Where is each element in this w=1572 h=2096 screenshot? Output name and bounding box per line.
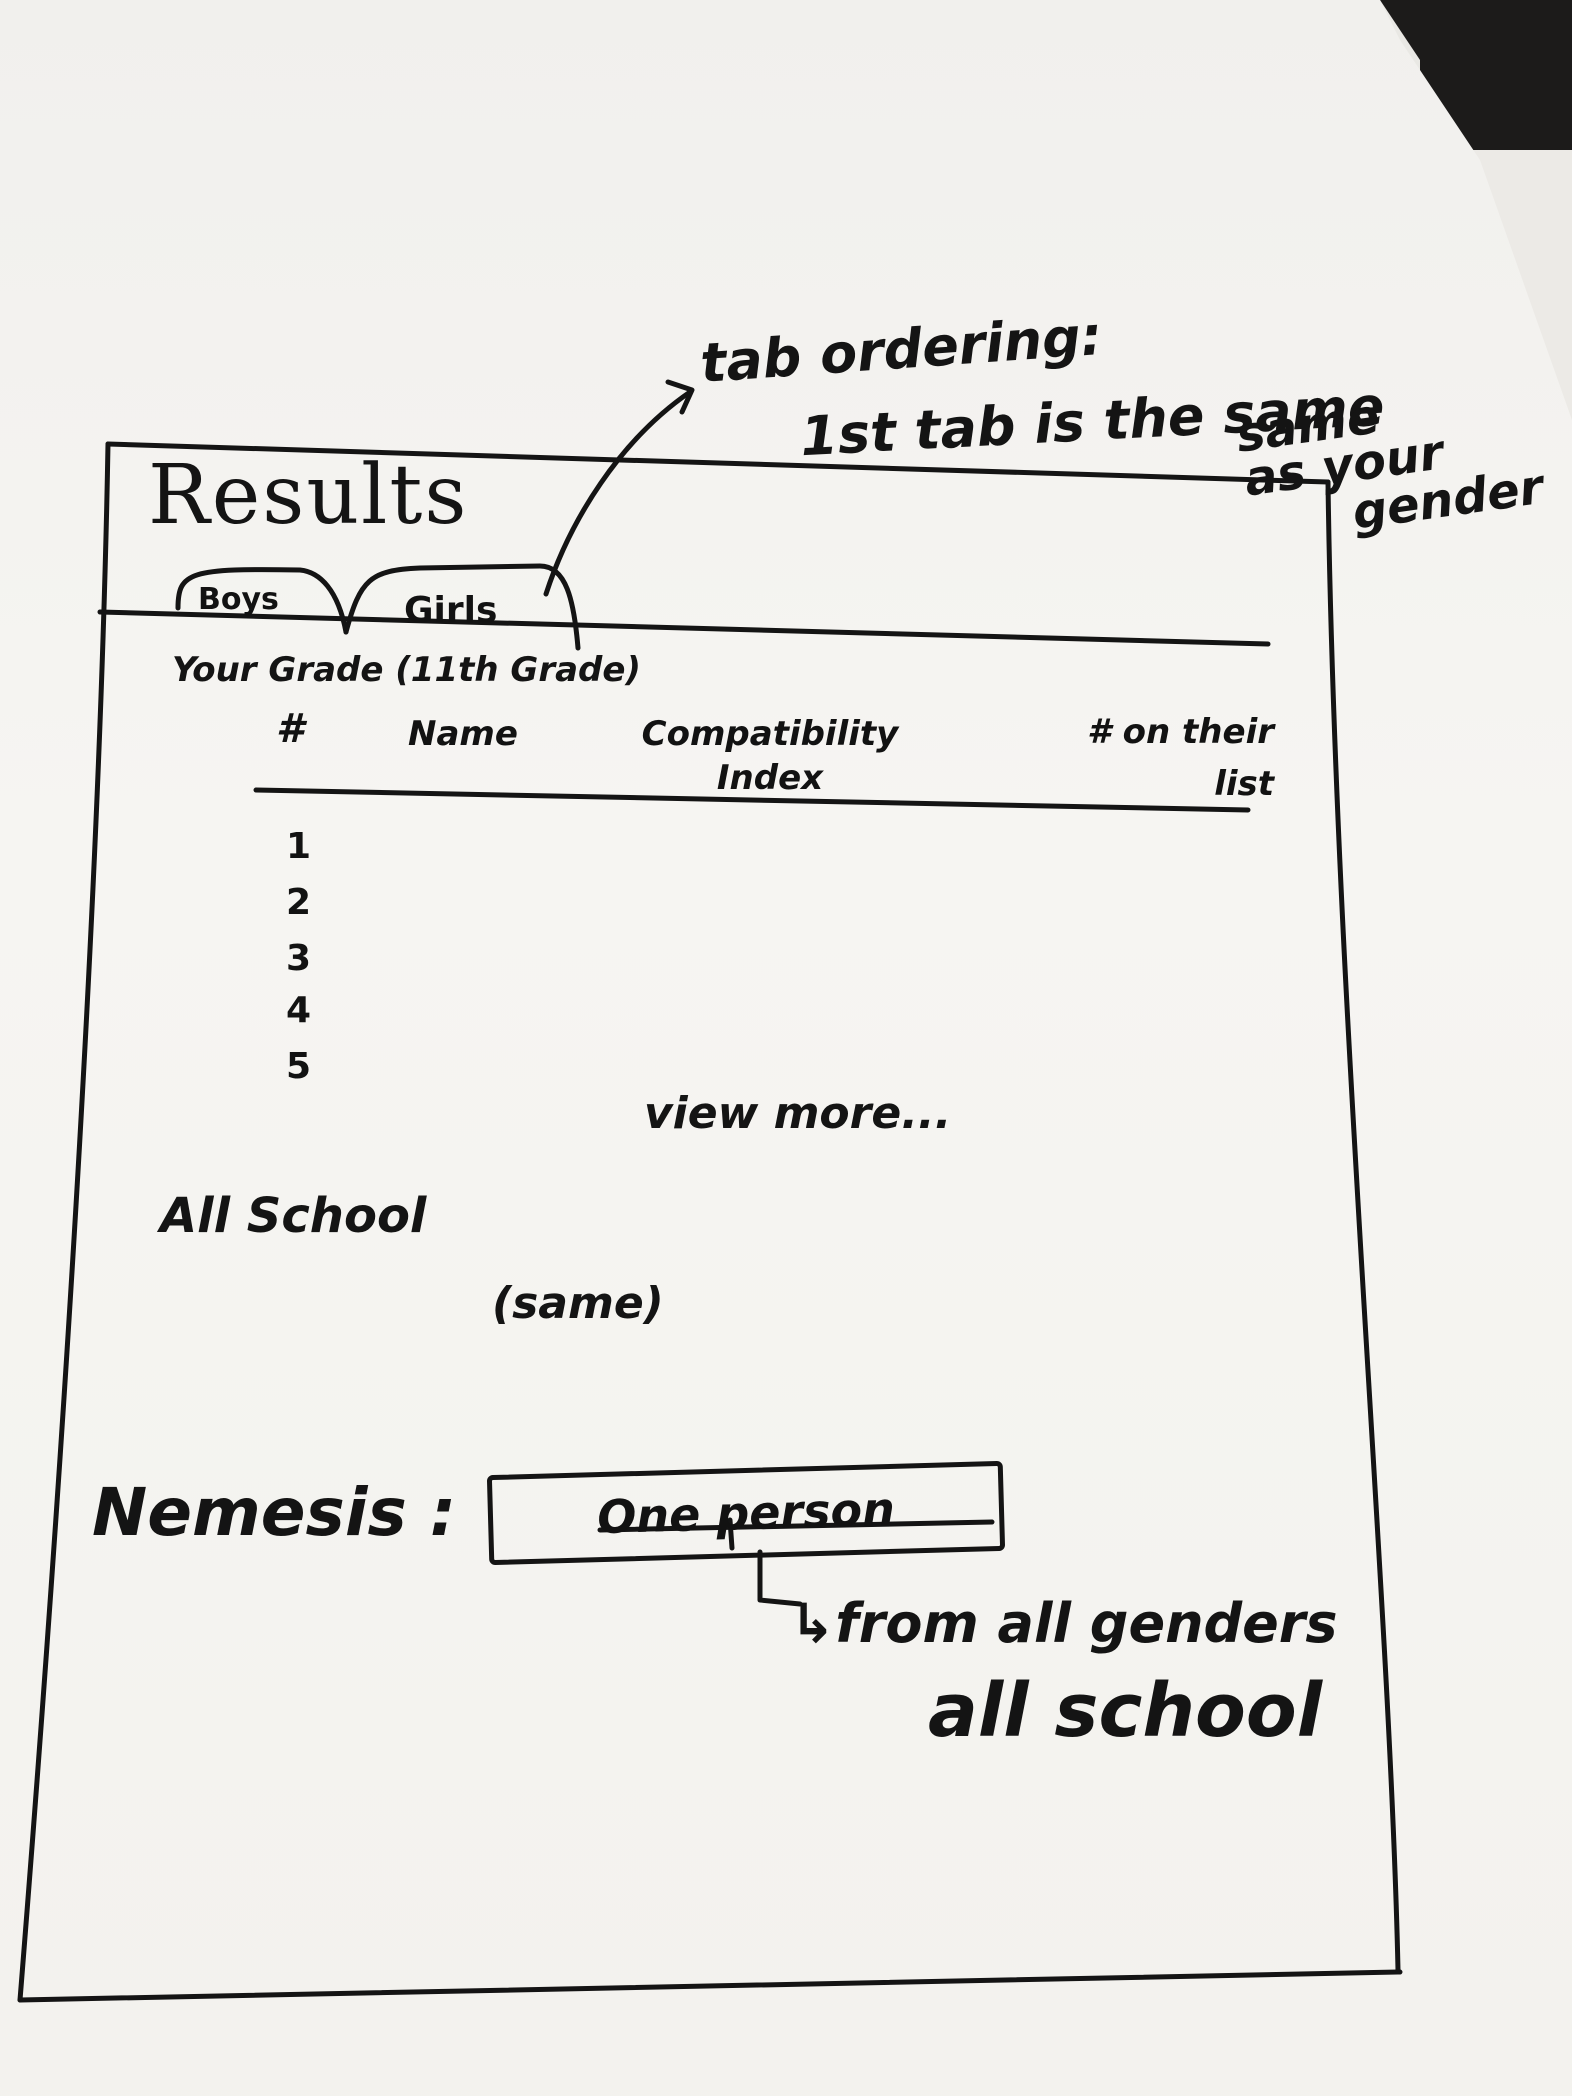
tab-bar-line xyxy=(97,609,1271,647)
column-header-name: Name xyxy=(408,714,518,754)
annotation-arrow xyxy=(543,389,693,597)
arrow-head xyxy=(665,379,695,415)
all-school-note: (same) xyxy=(492,1278,664,1329)
column-header-on-their-list-line2: list xyxy=(1214,764,1274,804)
column-header-compatibility-line1: Compatibility xyxy=(641,714,899,754)
boys-tab-outline xyxy=(175,567,349,635)
tab-girls-label: Girls xyxy=(404,590,498,631)
girls-tab-outline xyxy=(343,563,581,651)
name-underline xyxy=(597,1519,995,1533)
results-title: Results xyxy=(148,448,469,543)
tab-boys[interactable]: Boys xyxy=(198,582,279,617)
rank-4: 4 xyxy=(286,990,312,1031)
frame-left xyxy=(17,441,111,2003)
frame-right xyxy=(1325,479,1401,1973)
rank-3: 3 xyxy=(286,938,312,979)
nemesis-arrow xyxy=(727,1517,803,1607)
nemesis-note-line-1: ↳from all genders xyxy=(790,1592,1338,1655)
frame-bottom xyxy=(17,1969,1403,2003)
column-header-compatibility: Compatibility Index xyxy=(640,712,900,800)
rank-2: 2 xyxy=(286,882,312,923)
frame-top xyxy=(105,441,1331,485)
column-header-on-their-list-line1: # on their xyxy=(1087,712,1274,752)
view-more-link[interactable]: view more... xyxy=(644,1088,952,1139)
nemesis-label: Nemesis : xyxy=(92,1474,457,1551)
nemesis-note-line-2: all school xyxy=(928,1668,1323,1754)
column-header-compatibility-line2: Index xyxy=(716,758,824,798)
grade-section-title: Your Grade (11th Grade) xyxy=(172,650,641,690)
rank-5: 5 xyxy=(286,1046,312,1087)
header-divider xyxy=(253,787,1251,813)
column-header-rank: # xyxy=(276,706,304,752)
rank-1: 1 xyxy=(286,826,312,867)
column-header-on-their-list: # on their list xyxy=(1014,706,1274,810)
nemesis-value: One person xyxy=(596,1481,896,1545)
tab-boys-label: Boys xyxy=(198,582,279,617)
all-school-title: All School xyxy=(160,1188,427,1244)
nemesis-box: One person xyxy=(486,1460,1006,1566)
tab-girls[interactable]: Girls xyxy=(404,590,497,631)
